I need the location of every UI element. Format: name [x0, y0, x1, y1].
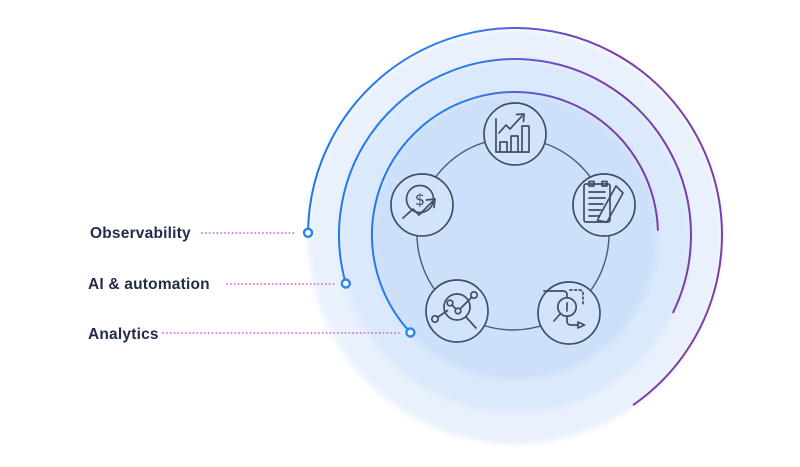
bar-1 — [499, 141, 508, 153]
node-inner-1 — [446, 299, 454, 307]
bar-chart-growth-icon — [483, 102, 547, 166]
pencil — [596, 185, 624, 223]
node-link-3 — [437, 309, 449, 318]
analytics-arc — [370, 91, 659, 334]
icon-circle — [483, 102, 547, 166]
clipboard-edit-icon — [572, 173, 636, 237]
label-ai-automation: AI & automation — [88, 276, 210, 293]
growth-arrowhead — [425, 198, 436, 209]
arc-endpoints — [302, 227, 416, 338]
clipboard-lines — [588, 191, 606, 217]
node-inner-2 — [454, 307, 462, 315]
flow-in-line — [543, 290, 568, 299]
node-outer-right — [469, 290, 479, 300]
magnifier-handle — [553, 312, 562, 322]
clip-tab-left — [588, 180, 595, 187]
node-link-1 — [451, 304, 457, 310]
analytics-arc-endpoint — [405, 327, 416, 338]
gradient-arcs — [307, 27, 723, 406]
bar-2 — [510, 135, 519, 153]
search-flow-icon — [537, 281, 601, 345]
ai-automation-arc — [338, 58, 692, 314]
ai-automation-arc-endpoint — [340, 278, 351, 289]
icon-circle — [537, 281, 601, 345]
observability-arc-endpoint — [302, 227, 314, 239]
lens-circle — [443, 293, 471, 321]
trend-line — [498, 115, 523, 134]
dollar-growth-icon: $ — [390, 173, 454, 237]
growth-zigzag — [402, 199, 435, 219]
flow-arrowhead — [577, 321, 586, 329]
label-observability: Observability — [90, 225, 191, 242]
icon-circle — [425, 279, 489, 343]
network-analysis-magnifier-icon — [425, 279, 489, 343]
icon-circle — [390, 173, 454, 237]
label-analytics: Analytics — [88, 326, 159, 343]
clip-tab-right — [601, 180, 608, 187]
magnifier-handle — [465, 316, 477, 329]
leader-lines — [162, 232, 403, 334]
trend-arrowhead — [515, 113, 525, 123]
flow-dotted-line — [569, 289, 584, 306]
node-outer-left — [430, 314, 440, 324]
bar-3 — [521, 125, 530, 153]
dollar-symbol: $ — [415, 190, 425, 209]
flow-out-line — [566, 315, 579, 326]
clipboard-body — [583, 183, 611, 223]
observability-arc — [307, 27, 723, 406]
node-link-2 — [459, 296, 473, 310]
